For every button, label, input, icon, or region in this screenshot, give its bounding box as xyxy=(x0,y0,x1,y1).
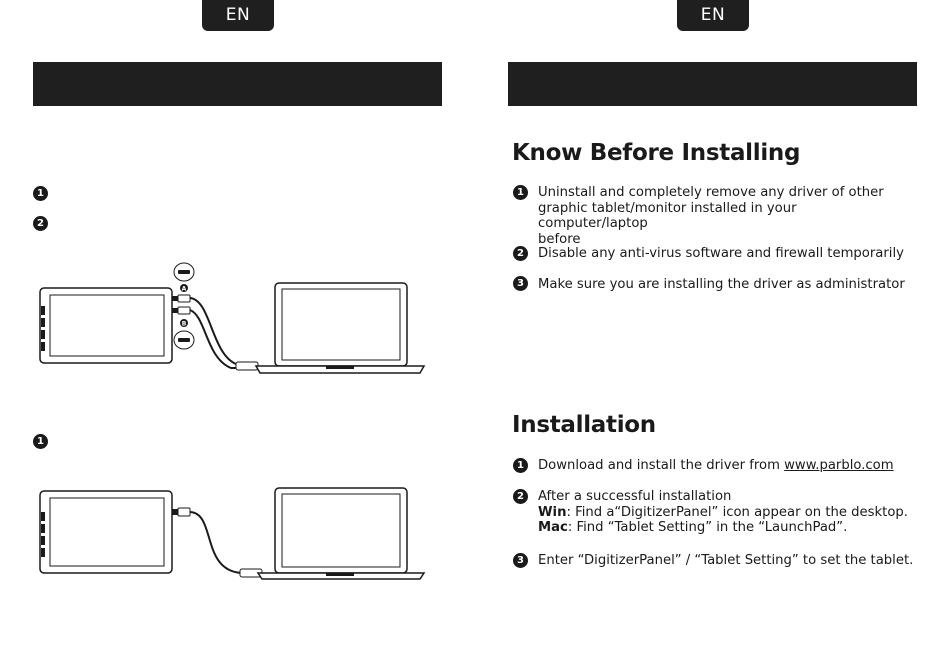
section-band-left xyxy=(33,62,442,106)
lang-tab-left: EN xyxy=(202,0,274,31)
heading-know-before-installing: Know Before Installing xyxy=(512,140,801,166)
left-step-marker-3: 1 xyxy=(33,434,48,449)
connection-diagram-dual-cable: A B xyxy=(39,262,426,374)
left-step-marker-1: 1 xyxy=(33,186,48,201)
install-step-marker-1: 1 xyxy=(513,458,528,473)
section-band-right xyxy=(508,62,917,106)
install-step-marker-2: 2 xyxy=(513,489,528,504)
install-step-1-text: Download and install the driver from www… xyxy=(538,458,894,473)
know-step-2-text: Disable any anti-virus software and fire… xyxy=(538,246,904,261)
know-step-3-text: Make sure you are installing the driver … xyxy=(538,277,905,292)
know-step-marker-3: 3 xyxy=(513,276,528,291)
lang-tab-right: EN xyxy=(677,0,749,31)
connector-label-a: A xyxy=(182,286,187,293)
install-step-marker-3: 3 xyxy=(513,553,528,568)
connection-diagram-single-cable xyxy=(39,487,426,580)
know-step-1-text: Uninstall and completely remove any driv… xyxy=(538,185,884,247)
know-step-marker-1: 1 xyxy=(513,185,528,200)
install-step-2-text: After a successful installation Win: Fin… xyxy=(538,489,908,535)
know-step-marker-2: 2 xyxy=(513,246,528,261)
install-step-3-text: Enter “DigitizerPanel” / “Tablet Setting… xyxy=(538,553,914,568)
parblo-link[interactable]: www.parblo.com xyxy=(784,458,894,473)
heading-installation: Installation xyxy=(512,412,656,438)
connector-label-b: B xyxy=(182,321,187,328)
left-step-marker-2: 2 xyxy=(33,216,48,231)
